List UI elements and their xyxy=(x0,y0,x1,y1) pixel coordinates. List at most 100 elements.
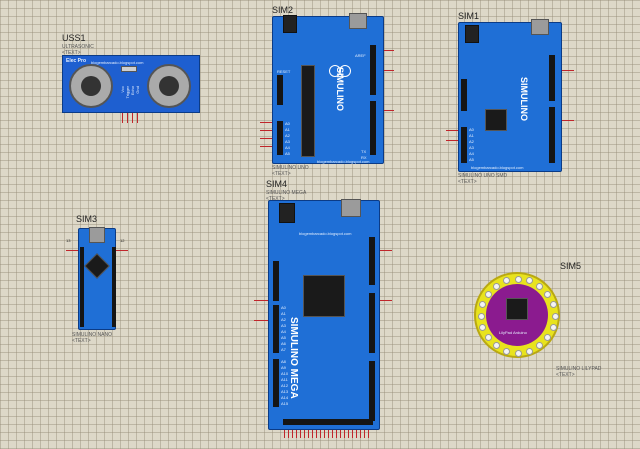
sim2-pin[interactable] xyxy=(384,110,394,111)
uss1-tag: <TEXT> xyxy=(62,50,81,56)
uss1-model: ULTRASONIC xyxy=(62,44,94,50)
sim3-ref: SIM3 xyxy=(76,214,98,224)
analog-header xyxy=(461,127,467,163)
lilypad-pad[interactable] xyxy=(544,334,552,342)
lilypad-pad[interactable] xyxy=(514,349,522,357)
digital-header-top xyxy=(549,55,555,101)
bottom-header xyxy=(283,419,373,425)
lilypad-pad[interactable] xyxy=(492,342,500,350)
sim4-pin[interactable] xyxy=(254,300,268,301)
sim1-tag: <TEXT> xyxy=(458,179,477,185)
simulino-mega-board[interactable]: SIMULINO MEGA blogembarcado.blogspot.com… xyxy=(268,199,380,430)
sim2-pin[interactable] xyxy=(260,130,272,131)
usb-connector xyxy=(341,199,361,217)
sim4-ref: SIM4 xyxy=(266,179,288,189)
sim4-tag: <TEXT> xyxy=(266,196,285,202)
sim4-pin[interactable] xyxy=(254,320,268,321)
lilypad-pad[interactable] xyxy=(479,301,487,309)
lilypad-pad[interactable] xyxy=(492,282,500,290)
usb-connector xyxy=(531,19,549,35)
sim2-tag: <TEXT> xyxy=(272,171,291,177)
uss1-ref: USS1 xyxy=(62,33,86,43)
atmega2560-chip xyxy=(303,275,345,317)
uss1-pin[interactable] xyxy=(122,113,123,123)
simulino-mega-logo: SIMULINO MEGA xyxy=(288,317,299,399)
left-header xyxy=(80,247,84,327)
nano-chip xyxy=(84,253,110,279)
uss1-brand: Elec Pro xyxy=(66,58,87,64)
power-jack xyxy=(279,203,295,223)
ultrasonic-sensor[interactable]: Elec Pro blogembarcado.blogspot.com Vcc … xyxy=(62,55,200,113)
sim2-pin[interactable] xyxy=(260,146,272,147)
power-jack xyxy=(283,15,297,33)
lilypad-pad[interactable] xyxy=(525,347,533,355)
sim3-model: SIMULINO NANO xyxy=(72,332,113,338)
uss1-pin[interactable] xyxy=(132,113,133,123)
lilypad-pad[interactable] xyxy=(503,347,511,355)
digital-header xyxy=(369,361,375,421)
sim4-pin[interactable] xyxy=(380,250,392,251)
uss1-site: blogembarcado.blogspot.com xyxy=(91,60,144,65)
sim5-tag: <TEXT> xyxy=(556,372,575,378)
power-header xyxy=(277,75,283,105)
sim4-pin[interactable] xyxy=(380,300,392,301)
digital-header-bottom xyxy=(549,107,555,163)
crystal xyxy=(121,66,137,72)
simulino-logo: SIMULINO xyxy=(519,77,529,121)
sim2-ref: SIM2 xyxy=(272,5,294,15)
sim1-pin[interactable] xyxy=(562,120,574,121)
power-header xyxy=(461,79,467,111)
sim2-pin[interactable] xyxy=(260,138,272,139)
smd-chip xyxy=(485,109,507,131)
sim3-pin[interactable] xyxy=(116,250,128,251)
sim2-pin[interactable] xyxy=(260,122,272,123)
comm-header xyxy=(369,293,375,353)
power-jack xyxy=(465,25,479,43)
lilypad-pad[interactable] xyxy=(514,275,522,283)
sim5-model: SIMULINO LILYPAD xyxy=(556,366,602,372)
uss1-pin[interactable] xyxy=(127,113,128,123)
sim4-model: SIMULINO MEGA xyxy=(266,190,307,196)
right-header xyxy=(112,247,116,327)
sim1-model: SIMULINO UNO SMD xyxy=(458,173,508,179)
mega-bottom-pins[interactable] xyxy=(284,430,370,438)
lilypad-board[interactable]: LilyPad Arduino xyxy=(474,272,560,358)
simulino-uno-smd-board[interactable]: SIMULINO blogembarcado.blogspot.com A0 A… xyxy=(458,19,562,172)
digital-header-top xyxy=(370,45,376,95)
lilypad-pad[interactable] xyxy=(503,277,511,285)
sim2-pin[interactable] xyxy=(384,70,394,71)
sim2-pin[interactable] xyxy=(384,50,394,51)
lilypad-pad[interactable] xyxy=(525,277,533,285)
sim5-ref: SIM5 xyxy=(560,261,582,271)
lilypad-pad[interactable] xyxy=(536,342,544,350)
transducer-right xyxy=(147,64,191,108)
mini-usb xyxy=(89,227,105,243)
lilypad-pad[interactable] xyxy=(544,290,552,298)
analog-header xyxy=(277,121,283,155)
lilypad-pad[interactable] xyxy=(536,282,544,290)
lilypad-pad[interactable] xyxy=(484,290,492,298)
usb-connector xyxy=(349,13,367,29)
lilypad-pad[interactable] xyxy=(477,312,485,320)
analog-header-1 xyxy=(273,305,279,353)
atmega-chip xyxy=(301,65,315,157)
sim1-pin[interactable] xyxy=(562,70,574,71)
lilypad-pad[interactable] xyxy=(549,323,557,331)
sim1-ref: SIM1 xyxy=(458,11,480,21)
lilypad-pad[interactable] xyxy=(484,334,492,342)
sim3-pin[interactable] xyxy=(66,250,78,251)
lilypad-pad[interactable] xyxy=(479,323,487,331)
simulino-uno-board[interactable]: RESET AREF SIMULINO blogembarcado.blogsp… xyxy=(272,13,384,164)
sim1-pin[interactable] xyxy=(446,140,458,141)
simulino-nano-board[interactable] xyxy=(78,227,116,330)
lilypad-pad[interactable] xyxy=(551,312,559,320)
sim2-model: SIMULINO UNO xyxy=(272,165,309,171)
transducer-left xyxy=(69,64,113,108)
lilypad-pad[interactable] xyxy=(549,301,557,309)
sim1-pin[interactable] xyxy=(446,130,458,131)
sim3-tag: <TEXT> xyxy=(72,338,91,344)
lilypad-chip xyxy=(506,298,528,320)
pwm-header xyxy=(369,237,375,285)
analog-header-2 xyxy=(273,359,279,407)
uss1-pin[interactable] xyxy=(137,113,138,123)
